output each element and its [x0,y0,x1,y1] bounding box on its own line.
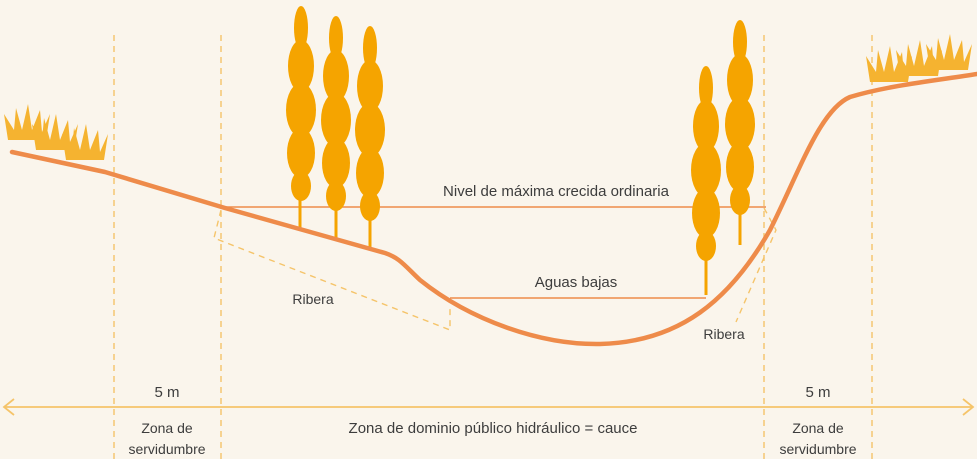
width-left-label: 5 m [154,384,179,401]
arrow-left-icon [2,398,15,416]
grass-icon [866,46,912,82]
width-arrow [2,398,975,416]
grass [4,34,972,160]
max-flood-label: Nivel de máxima crecida ordinaria [443,183,670,200]
ribera-right-label: Ribera [703,326,744,342]
servidumbre-right-line2: servidumbre [779,441,856,457]
servidumbre-left-line2: servidumbre [128,441,205,457]
zone-guides [113,35,873,459]
tree-icon [286,6,316,201]
grass-icon [926,34,972,70]
servidumbre-right-line1: Zona de [792,420,844,436]
ribera-left-label: Ribera [292,291,333,307]
tree-icon [355,26,385,221]
tree-icon [321,16,351,211]
terrain-profile [9,71,977,347]
arrow-right-icon [962,398,975,416]
width-right-label: 5 m [805,384,830,401]
trees [286,6,755,261]
ribera-right-outline [735,207,777,323]
grass-icon [896,40,942,76]
tree-icon [691,66,721,261]
servidumbre-left-line1: Zona de [141,420,193,436]
tree-icon [725,20,755,215]
low-water-label: Aguas bajas [535,274,618,291]
ribera-left-outline [213,209,451,332]
dominio-publico-label: Zona de dominio público hidráulico = cau… [349,420,638,437]
